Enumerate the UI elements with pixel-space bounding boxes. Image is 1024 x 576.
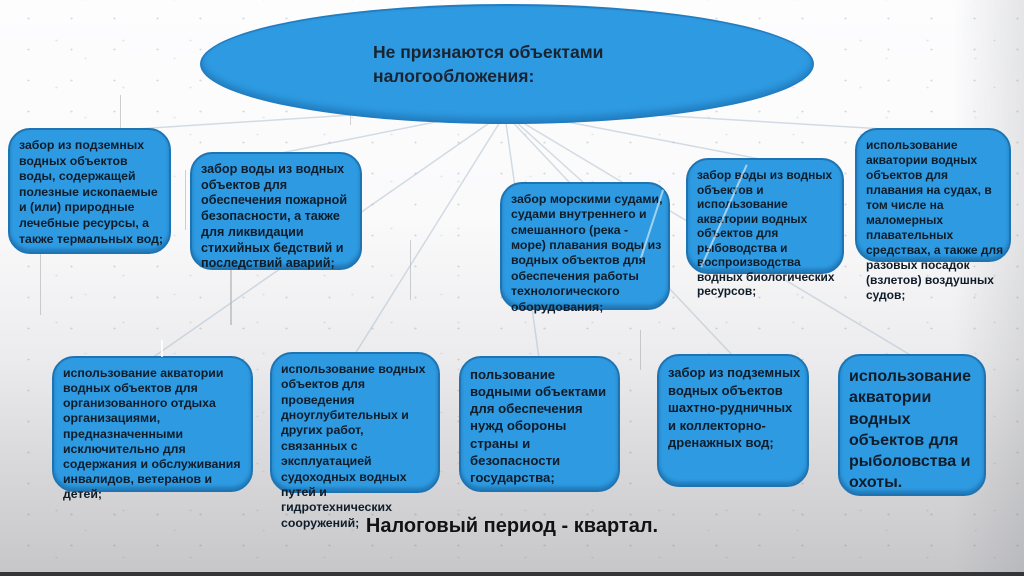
- exemption-box-bottom-5: использование акватории водных объектов …: [838, 354, 986, 496]
- background-streak: [40, 205, 41, 315]
- exemption-box-top-5: использование акватории водных объектов …: [855, 128, 1011, 302]
- background-streak: [120, 95, 121, 140]
- background-streak: [185, 170, 186, 230]
- title-ellipse: Не признаются объектами налогообложения:: [200, 4, 814, 124]
- slide-title: Не признаются объектами налогообложения:: [373, 41, 604, 86]
- exemption-box-bottom-3: пользование водными объектами для обеспе…: [459, 356, 620, 492]
- exemption-box-top-4: забор воды из водных объектов и использо…: [686, 158, 844, 298]
- background-streak: [640, 330, 641, 370]
- exemption-box-bottom-1: использование акватории водных объектов …: [52, 356, 253, 501]
- background-streak: [230, 235, 232, 325]
- exemption-box-bottom-4: забор из подземных водных объектов шахтн…: [657, 354, 809, 487]
- exemption-box-top-2: забор воды из водных объектов для обеспе…: [190, 152, 362, 270]
- exemption-box-top-3: забор морскими судами, судами внутреннег…: [500, 182, 670, 314]
- background-streak: [410, 240, 411, 300]
- exemption-box-top-1: забор из подземных водных объектов воды,…: [8, 128, 171, 254]
- bottom-border-line: [0, 572, 1024, 576]
- exemption-box-bottom-2: использование водных объектов для провед…: [270, 352, 440, 530]
- tax-period-caption: Налоговый период - квартал.: [365, 515, 659, 537]
